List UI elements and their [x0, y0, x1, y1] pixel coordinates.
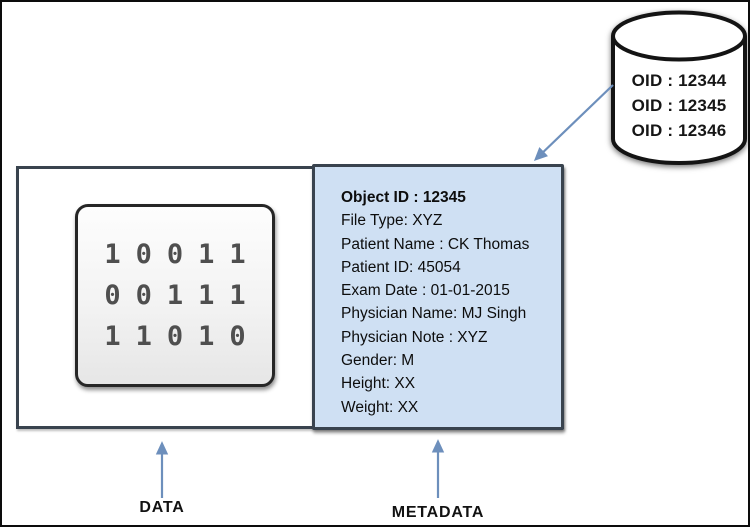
db-to-metadata-arrow	[533, 84, 614, 161]
metadata-height: Height: XX	[341, 375, 416, 393]
metadata-label: METADATA	[391, 504, 485, 521]
oid-database-cylinder: OID : 12344 OID : 12345 OID : 12346	[608, 8, 748, 170]
binary-data-box: 10011 00111 11010	[75, 204, 275, 387]
oid-entry: OID : 12344	[631, 71, 727, 90]
database-cylinder-icon	[611, 10, 747, 165]
metadata-file-type: File Type: XYZ	[341, 212, 443, 230]
oid-list: OID : 12344 OID : 12345 OID : 12346	[608, 68, 748, 143]
data-label: DATA	[139, 499, 185, 516]
metadata-panel: Object ID : 12345 File Type: XYZ Patient…	[312, 164, 564, 430]
metadata-gender: Gender: M	[341, 352, 415, 370]
binary-row: 00111	[104, 280, 261, 311]
metadata-patient-id: Patient ID: 45054	[341, 258, 461, 276]
metadata-patient-name: Patient Name : CK Thomas	[341, 235, 530, 253]
metadata-object-id: Object ID : 12345	[341, 189, 466, 206]
binary-row: 10011	[104, 239, 261, 270]
metadata-weight: Weight: XX	[341, 398, 419, 416]
oid-entry: OID : 12346	[631, 121, 727, 140]
metadata-physician-note: Physician Note : XYZ	[341, 328, 488, 346]
metadata-physician-name: Physician Name: MJ Singh	[341, 305, 527, 323]
metadata-exam-date: Exam Date : 01-01-2015	[341, 282, 510, 300]
binary-row: 11010	[104, 321, 261, 352]
oid-entry: OID : 12345	[631, 96, 727, 115]
